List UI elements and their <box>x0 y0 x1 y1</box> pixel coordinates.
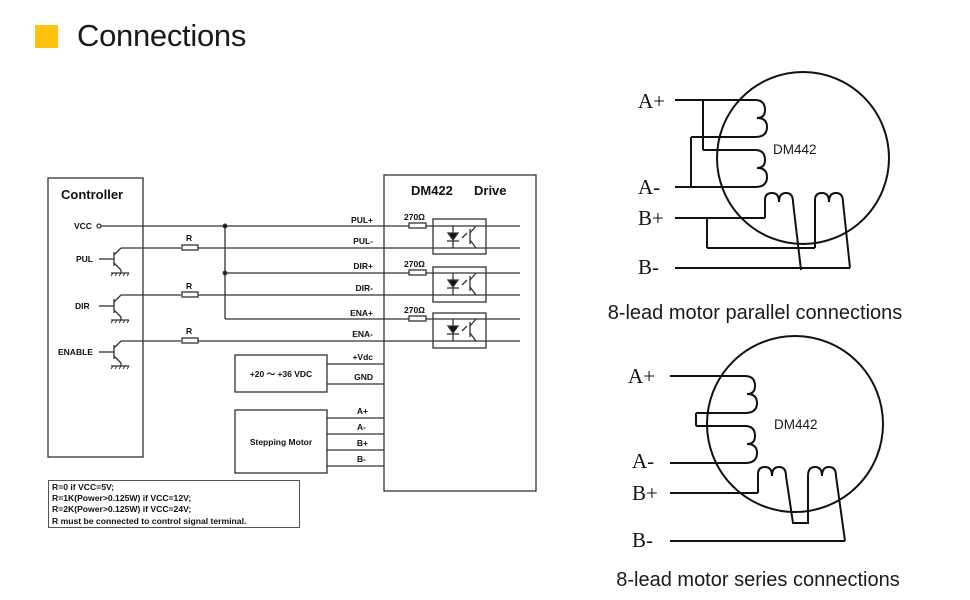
terminal-vdc: +Vdc <box>352 352 373 362</box>
page-title: Connections <box>77 18 247 53</box>
resistor-label: R <box>186 233 192 243</box>
terminal-ena-plus: ENA+ <box>350 308 373 318</box>
drive-subtitle: Drive <box>474 183 507 198</box>
parallel-motor-circle <box>716 71 890 245</box>
pul-transistor-icon <box>99 247 181 274</box>
terminal-dir-minus: DIR- <box>356 283 374 293</box>
parallel-lead-b-minus: B- <box>638 255 659 279</box>
parallel-lead-a-minus: A- <box>638 175 660 199</box>
parallel-caption: 8-lead motor parallel connections <box>608 302 903 324</box>
pin-label-pul: PUL <box>76 254 93 264</box>
junction-dot <box>222 223 228 229</box>
resistor-label: R <box>186 281 192 291</box>
power-supply-box <box>234 354 328 393</box>
terminal-a-plus: A+ <box>357 406 368 416</box>
terminal-pul-minus: PUL- <box>353 236 373 246</box>
note-line: R=1K(Power>0.125W) if VCC=12V; <box>52 493 192 504</box>
resistor-r-pul <box>181 244 199 251</box>
terminal-b-plus: B+ <box>357 438 368 448</box>
pin-label-dir: DIR <box>75 301 90 311</box>
controller-title: Controller <box>61 187 123 202</box>
series-motor-label: DM442 <box>774 417 818 432</box>
resistor-270-label: 270Ω <box>404 305 425 315</box>
series-caption: 8-lead motor series connections <box>616 569 899 591</box>
drive-box <box>383 174 537 492</box>
controller-box <box>47 177 144 458</box>
terminal-b-minus: B- <box>357 454 366 464</box>
resistor-r-dir <box>181 291 199 298</box>
note-line: R must be connected to control signal te… <box>52 515 247 526</box>
optocoupler-pul-icon <box>384 218 520 255</box>
resistor-label: R <box>186 326 192 336</box>
pin-label-enable: ENABLE <box>58 347 93 357</box>
stepping-motor-box <box>234 409 328 474</box>
series-lead-b-plus: B+ <box>632 481 658 505</box>
series-lead-a-plus: A+ <box>628 364 655 388</box>
enable-transistor-icon <box>99 340 181 367</box>
drive-title: DM422 <box>411 183 453 198</box>
resistor-r-enable <box>181 337 199 344</box>
series-motor-schematic <box>670 335 884 542</box>
pin-label-vcc: VCC <box>74 221 92 231</box>
accent-square-icon <box>35 24 58 48</box>
dir-transistor-icon <box>99 294 181 321</box>
power-supply-label: +20 ～ +36 VDC <box>250 369 312 379</box>
note-line: R=0 if VCC=5V; <box>52 482 115 492</box>
parallel-lead-a-plus: A+ <box>638 89 665 113</box>
parallel-motor-schematic <box>675 71 890 271</box>
optocoupler-ena-icon <box>384 312 520 349</box>
series-lead-b-minus: B- <box>632 528 653 552</box>
series-motor-circle <box>706 335 884 513</box>
terminal-gnd: GND <box>354 372 373 382</box>
optocoupler-dir-icon <box>384 266 520 303</box>
terminal-pul-plus: PUL+ <box>351 215 373 225</box>
stepping-motor-label: Stepping Motor <box>250 437 313 447</box>
vcc-terminal-icon <box>96 223 102 229</box>
parallel-lead-b-plus: B+ <box>638 206 664 230</box>
resistor-270-label: 270Ω <box>404 259 425 269</box>
resistor-notes-box: R=0 if VCC=5V; R=1K(Power>0.125W) if VCC… <box>48 480 300 528</box>
ground-icon <box>110 272 130 370</box>
resistor-270-label: 270Ω <box>404 212 425 222</box>
terminal-ena-minus: ENA- <box>352 329 373 339</box>
terminal-dir-plus: DIR+ <box>353 261 373 271</box>
parallel-motor-label: DM442 <box>773 142 817 157</box>
terminal-a-minus: A- <box>357 422 366 432</box>
series-lead-a-minus: A- <box>632 449 654 473</box>
section-header: Connections <box>35 18 246 54</box>
note-line: R=2K(Power>0.125W) if VCC=24V; <box>52 504 192 515</box>
